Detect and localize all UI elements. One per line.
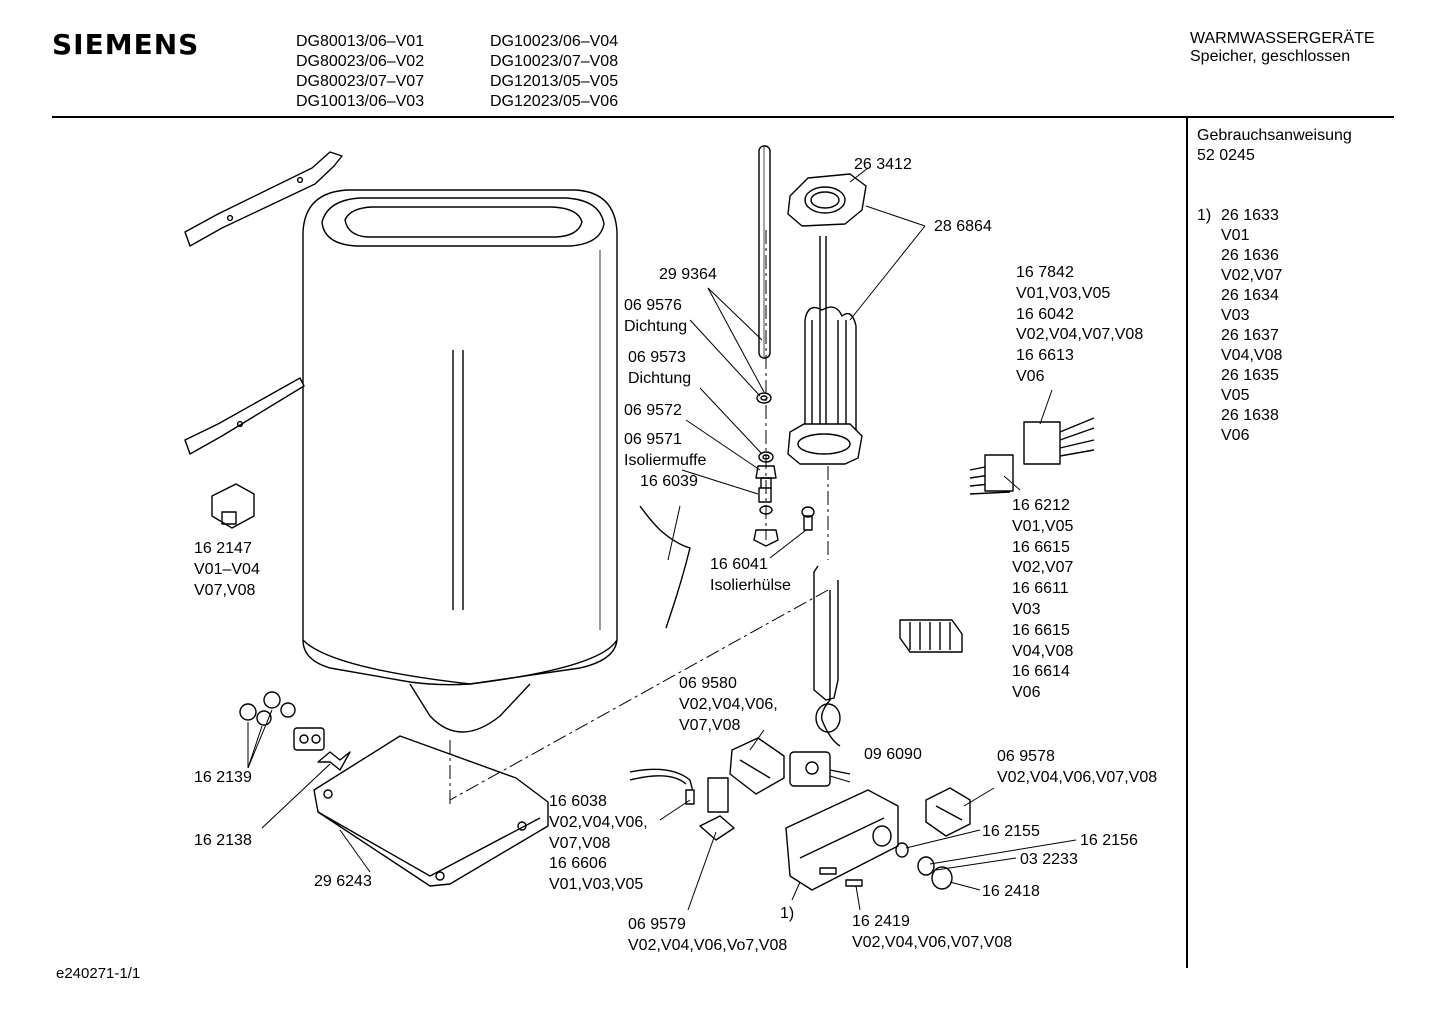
category-subtitle: Speicher, geschlossen xyxy=(1190,48,1351,65)
terminal-block xyxy=(899,619,963,653)
brand-logo: SIEMENS xyxy=(52,28,200,61)
model-number: DG10023/07–V08 xyxy=(490,53,619,70)
relay-069578 xyxy=(925,787,971,837)
part-label-162139: 16 2139 xyxy=(194,769,252,786)
part-label-162155: 16 2155 xyxy=(982,823,1040,840)
part-label-069572: 06 9572 xyxy=(624,402,682,419)
relay-069580 xyxy=(729,737,785,795)
note-marker: 1) xyxy=(1197,207,1212,224)
wall-bracket-top xyxy=(184,151,343,247)
model-number: DG10013/06–V03 xyxy=(296,93,425,110)
part-label-296243: 29 6243 xyxy=(314,873,372,890)
wall-bracket-bottom xyxy=(184,377,305,455)
alignment-lines xyxy=(449,230,829,804)
manual-number: 52 0245 xyxy=(1197,147,1255,164)
model-number: DG12013/05–V05 xyxy=(490,73,619,90)
part-label-096090: 09 6090 xyxy=(864,746,922,763)
part-label-162138: 16 2138 xyxy=(194,832,252,849)
part-label-162418: 16 2418 xyxy=(982,883,1040,900)
part-label-note1: 1) xyxy=(780,905,795,922)
exploded-diagram xyxy=(184,145,1095,911)
control-panel xyxy=(785,789,899,891)
screw-166041 xyxy=(801,506,815,531)
washer-162156 xyxy=(917,856,935,876)
sensor-wire xyxy=(639,505,691,629)
ring-162155 xyxy=(895,842,909,858)
header-divider xyxy=(52,116,1394,118)
control-box-base xyxy=(313,735,549,887)
part-label-162156: 16 2156 xyxy=(1080,832,1138,849)
part-label-263412: 26 3412 xyxy=(854,156,912,173)
knob-set xyxy=(239,691,325,751)
seal-069576 xyxy=(756,392,772,404)
tank-body xyxy=(302,189,618,733)
model-number: DG10023/06–V04 xyxy=(490,33,619,50)
manual-block: Gebrauchsanweisung 52 0245 xyxy=(1197,126,1352,166)
note-line: V02,V07 xyxy=(1221,267,1283,284)
note-line: V06 xyxy=(1221,427,1250,444)
category-block: WARMWASSERGERÄTE Speicher, geschlossen xyxy=(1190,30,1375,66)
note-line: 26 1636 xyxy=(1221,247,1279,264)
note-line: 26 1638 xyxy=(1221,407,1279,424)
note-line: 26 1635 xyxy=(1221,367,1279,384)
safety-thermostat xyxy=(211,483,255,529)
note-line: V04,V08 xyxy=(1221,347,1283,364)
category-title: WARMWASSERGERÄTE xyxy=(1190,30,1375,47)
sleeve-069571 xyxy=(758,487,772,503)
part-label-286864: 28 6864 xyxy=(934,218,992,235)
flange-gasket xyxy=(787,173,867,227)
note-line: 26 1634 xyxy=(1221,287,1279,304)
document-id: e240271-1/1 xyxy=(56,965,141,982)
model-number: DG80013/06–V01 xyxy=(296,33,425,50)
manual-label: Gebrauchsanweisung xyxy=(1197,127,1352,144)
pin-162419 xyxy=(845,879,863,887)
note-line: V05 xyxy=(1221,387,1250,404)
part-label-032233: 03 2233 xyxy=(1020,851,1078,868)
note-line: V03 xyxy=(1221,307,1250,324)
knob-162418 xyxy=(931,866,953,890)
part-label-299364: 29 9364 xyxy=(659,266,717,283)
note-line: V01 xyxy=(1221,227,1250,244)
note-line: 26 1633 xyxy=(1221,207,1279,224)
thermostat-096090 xyxy=(789,751,851,787)
switch-069579 xyxy=(699,777,735,841)
model-list-1: DG80013/06–V01 DG80023/06–V02 DG80023/07… xyxy=(296,32,424,112)
sidebar-divider xyxy=(1186,118,1188,968)
fitting-069572 xyxy=(755,465,777,491)
model-number: DG80023/06–V02 xyxy=(296,53,425,70)
anode-rod xyxy=(758,145,771,359)
model-number: DG12023/05–V06 xyxy=(490,93,619,110)
note-line: 26 1637 xyxy=(1221,327,1279,344)
model-number: DG80023/07–V07 xyxy=(296,73,425,90)
lamp-166038 xyxy=(629,768,695,805)
clip-162138 xyxy=(317,751,351,771)
model-list-2: DG10023/06–V04 DG10023/07–V08 DG12013/05… xyxy=(490,32,618,112)
cable-harness xyxy=(969,417,1095,495)
heating-element xyxy=(787,236,863,465)
thermostat-capillary xyxy=(813,565,839,701)
leader-lines xyxy=(247,167,1077,911)
